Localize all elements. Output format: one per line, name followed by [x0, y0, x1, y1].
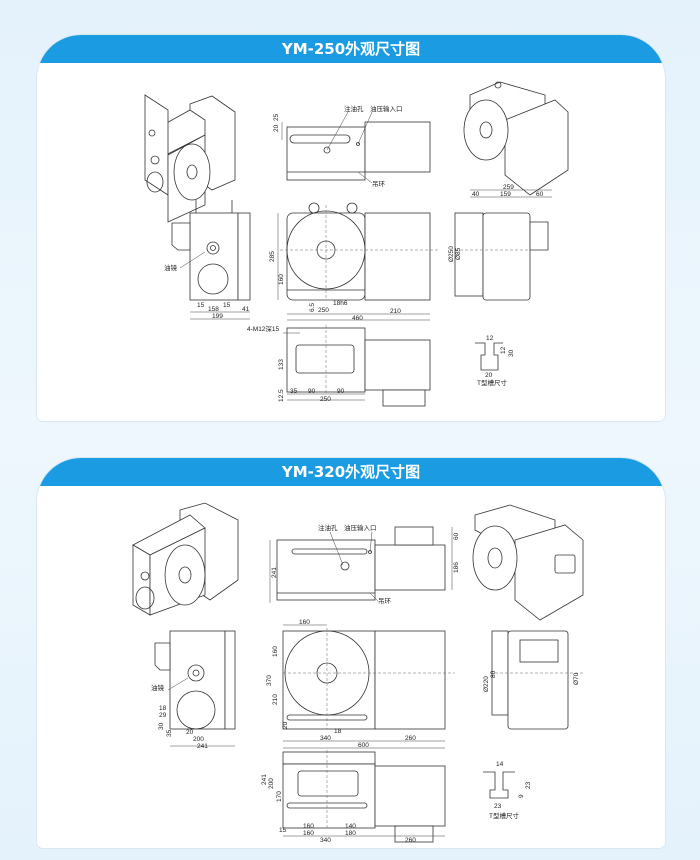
dim-label: 20	[273, 124, 280, 132]
dim-label: 180	[345, 830, 356, 837]
dim-label: 90	[308, 388, 316, 395]
tapped-hole-label: 4-M12深15	[247, 324, 280, 333]
dim-label: 160	[272, 646, 279, 657]
dim-label: 30	[508, 349, 515, 357]
dim-label: 160	[303, 823, 314, 830]
dim-label: 250	[320, 396, 331, 403]
dim-label: 140	[345, 823, 356, 830]
dim-label: 170	[276, 791, 283, 802]
dim-label: 15	[279, 827, 287, 834]
dim-label: 18	[159, 705, 167, 712]
dim-label: 199	[212, 313, 223, 320]
dim-label: 241	[261, 774, 268, 785]
dim-label: 160	[299, 619, 310, 626]
ym320-iso-left	[132, 502, 239, 616]
ym320-right-view: Ø220 80 Ø70	[483, 630, 585, 730]
dim-label: 370	[266, 675, 273, 686]
dim-label: 23	[525, 781, 532, 789]
oil-inlet-label: 油压输入口	[344, 523, 377, 532]
dim-label: 340	[320, 837, 331, 844]
lifting-ring-label: 吊环	[372, 180, 386, 188]
dim-label: 12	[486, 335, 494, 342]
ym250-iso-right	[463, 81, 569, 196]
dim-label: 18	[334, 728, 342, 735]
dim-label: 460	[352, 315, 363, 322]
ym320-iso-right	[472, 504, 584, 621]
dim-label: 200	[193, 736, 204, 743]
dim-label: 60	[536, 191, 544, 198]
ym320-side-view: 油镜 18 29 30 35 20 200 241	[151, 630, 236, 750]
dim-label: 241	[197, 743, 208, 750]
dim-label: 20	[186, 729, 194, 736]
dim-label: 260	[405, 735, 416, 742]
dim-label: 25	[273, 113, 280, 121]
ym250-top-view: 20 25 注油孔 油压输入口 吊环	[273, 104, 431, 188]
dim-label: 186	[453, 562, 460, 573]
dim-label: 260	[405, 837, 416, 844]
dim-label: Ø85	[455, 247, 462, 260]
oil-sight-label: 油镜	[164, 263, 178, 272]
panel-title: YM-320外观尺寸图	[37, 458, 665, 486]
dim-label: 35	[290, 388, 298, 395]
ym250-front-view: 285 160 6.5 18h6 250 210 460	[269, 202, 440, 322]
dim-label: 160	[303, 830, 314, 837]
dim-label: Ø70	[573, 672, 580, 685]
oil-fill-label: 注油孔	[318, 523, 338, 532]
dim-label: 210	[272, 694, 279, 705]
dim-label: Ø250	[448, 246, 455, 262]
ym250-side-view: 油镜 15 15 158 41 199	[164, 200, 251, 320]
dim-label: 20	[282, 721, 289, 729]
dim-label: 285	[269, 251, 276, 262]
dim-label: 133	[278, 359, 285, 370]
ym320-front-view: 160 160 370 210 20 18 340 260 600	[266, 619, 455, 749]
dim-label: 259	[503, 184, 514, 191]
dim-label: 30	[158, 722, 165, 730]
dim-label: 40	[472, 191, 480, 198]
ym320-tslot-detail: 14 23 9 23 T型槽尺寸	[483, 761, 532, 820]
dim-label: 200	[268, 778, 275, 789]
dim-label: 158	[208, 306, 219, 313]
dim-label: 15	[223, 302, 231, 309]
dim-label: 80	[490, 670, 497, 678]
oil-inlet-label: 油压输入口	[370, 104, 403, 113]
dim-label: 12.5	[278, 389, 285, 402]
dim-label: 250	[318, 307, 329, 314]
lifting-ring-label: 吊环	[378, 597, 392, 605]
oil-sight-label: 油镜	[151, 683, 165, 692]
tslot-label: T型槽尺寸	[477, 378, 507, 387]
dim-label: 20	[485, 372, 493, 379]
oil-fill-label: 注油孔	[344, 104, 364, 113]
dim-label: 41	[242, 306, 250, 313]
ym320-bottom-view: 241 200 170 15 160 160 140 180 340 260	[261, 750, 446, 844]
dim-label: 60	[453, 532, 460, 540]
ym250-right-view: 259 40 159 60 Ø250 Ø85	[448, 184, 552, 301]
dim-label: Ø220	[483, 676, 490, 692]
dim-label: 241	[271, 567, 278, 578]
dim-label: 29	[159, 712, 167, 719]
dim-label: 12	[500, 346, 507, 354]
tslot-label: T型槽尺寸	[489, 811, 519, 820]
dim-label: 14	[496, 761, 504, 768]
ym250-iso-left	[144, 94, 236, 223]
ym250-bottom-view: 4-M12深15 133 12.5 35 90 90 250	[247, 324, 431, 407]
ym320-top-view: 注油孔 油压输入口 吊环 241 60 186	[269, 523, 460, 605]
dim-label: 159	[500, 191, 511, 198]
dim-label: 18h6	[333, 300, 348, 307]
dim-label: 600	[358, 742, 369, 749]
ym250-tslot-detail: 12 12 30 20 T型槽尺寸	[475, 335, 515, 387]
dim-label: 35	[166, 729, 173, 737]
dim-label: 160	[278, 274, 285, 285]
dim-label: 90	[337, 388, 345, 395]
panel-title: YM-250外观尺寸图	[37, 35, 665, 63]
dim-label: 6.5	[309, 303, 316, 312]
dim-label: 23	[494, 803, 502, 810]
dim-label: 15	[197, 302, 205, 309]
dim-label: 340	[320, 735, 331, 742]
dim-label: 9	[518, 794, 525, 798]
dim-label: 210	[390, 308, 401, 315]
